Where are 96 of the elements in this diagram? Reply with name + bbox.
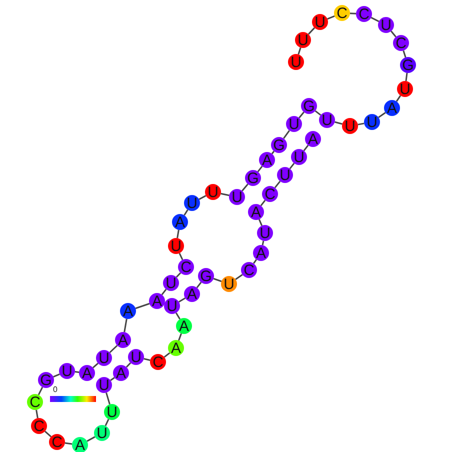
- backbone-line: [358, 122, 364, 126]
- nucleotide-circle: C: [241, 262, 257, 278]
- nucleotide-circle: U: [59, 363, 75, 379]
- backbone-line: [198, 195, 206, 200]
- nucleotide-circle: U: [168, 238, 184, 254]
- backbone-line: [213, 278, 222, 282]
- nucleotide-circle: C: [393, 35, 409, 51]
- backbone-line: [405, 72, 408, 82]
- nucleotide-circle: A: [113, 365, 129, 381]
- backbone-line: [314, 110, 322, 116]
- nucleotide-circle: U: [257, 225, 273, 241]
- backbone-line: [144, 358, 150, 361]
- nucleotide-circle: G: [271, 137, 287, 153]
- nucleotide-circle: U: [104, 404, 120, 420]
- nucleotide-circle: U: [291, 149, 307, 165]
- scale-label: 0: [53, 386, 58, 394]
- backbone-line: [176, 230, 180, 238]
- nucleotide-circle: U: [295, 32, 311, 48]
- nucleotide-circle: C: [334, 5, 350, 21]
- backbone-line: [44, 430, 52, 438]
- nucleotide-circle: A: [115, 332, 131, 348]
- nucleotide-circle: U: [286, 116, 302, 132]
- backbone-line: [164, 352, 170, 358]
- backbone-line: [126, 362, 132, 368]
- nucleotide-circle: U: [397, 81, 413, 97]
- nucleotide-circle: U: [342, 118, 358, 134]
- nucleotide-circle: A: [253, 245, 269, 261]
- nucleotide-circle: U: [94, 425, 110, 441]
- nucleotide-circle: A: [184, 286, 200, 302]
- nucleotide-circle: G: [400, 57, 416, 73]
- nucleotide-circle: U: [277, 167, 293, 183]
- backbone-line: [283, 130, 290, 139]
- backbone-line: [308, 27, 316, 35]
- nucleotide-circle: C: [31, 418, 47, 434]
- nucleotide-circle: U: [364, 114, 380, 130]
- nucleotide-circle: U: [164, 298, 180, 314]
- nucleotide-circle: C: [49, 434, 65, 450]
- backbone-line: [74, 371, 80, 373]
- backbone-line: [176, 272, 182, 278]
- nucleotide-circle: A: [172, 214, 188, 230]
- nucleotide-circle: A: [149, 293, 165, 309]
- nucleotide-circle: A: [168, 340, 184, 356]
- nucleotide-circle: G: [38, 372, 54, 388]
- backbone-line: [196, 282, 202, 288]
- backbone-line: [135, 302, 150, 310]
- nucleotide-circle: U: [96, 350, 112, 366]
- backbone-line: [161, 288, 167, 296]
- backbone-line: [303, 144, 309, 152]
- nucleotide-circle: C: [178, 259, 194, 275]
- nucleotide-circle: U: [205, 184, 221, 200]
- backbone-line: [396, 95, 402, 102]
- nucleotide-circle: U: [163, 275, 179, 291]
- nucleotide-circle: G: [198, 268, 214, 284]
- nucleotide-circle: U: [96, 377, 112, 393]
- backbone-line: [36, 410, 38, 418]
- backbone-line: [378, 112, 386, 118]
- backbone-line: [106, 392, 110, 405]
- backbone-line: [258, 219, 263, 226]
- backbone-line: [242, 184, 248, 192]
- backbone-line: [220, 192, 230, 196]
- nucleotide-circle: A: [176, 318, 192, 334]
- backbone-line: [124, 318, 128, 332]
- backbone-line: [86, 436, 96, 442]
- backbone-line: [262, 240, 264, 246]
- nucleotide-circle: U: [312, 14, 328, 30]
- backbone-line: [274, 180, 281, 188]
- nucleotide-circle: A: [248, 204, 264, 220]
- backbone-line: [53, 373, 60, 378]
- backbone-line: [257, 166, 263, 172]
- nucleotide-circle: A: [259, 152, 275, 168]
- backbone-line: [109, 344, 118, 354]
- nucleotide-circle: U: [288, 54, 304, 70]
- backbone-line: [260, 200, 266, 206]
- backbone-line: [350, 12, 356, 14]
- nucleotide-circle: A: [72, 437, 88, 452]
- nucleotide-circle: A: [384, 100, 400, 116]
- nucleotide-circle: C: [356, 6, 372, 22]
- nucleotide-circle: U: [221, 276, 237, 292]
- backbone-line: [92, 362, 98, 368]
- backbone-line: [178, 333, 182, 341]
- nucleotide-circle: A: [79, 365, 95, 381]
- nucleotide-circle: U: [319, 112, 335, 128]
- nucleotide-circle: U: [229, 189, 245, 205]
- nucleotide-circle: U: [378, 17, 394, 33]
- nucleotide-circle: A: [120, 303, 136, 319]
- backbone-line: [235, 274, 243, 280]
- backbone-line: [64, 442, 72, 445]
- nucleotide-circle: U: [128, 349, 144, 365]
- nucleotide-circle: U: [184, 195, 200, 211]
- nucleotide-circle: G: [245, 170, 261, 186]
- nucleotide-circle: A: [305, 131, 321, 147]
- backbone-line: [289, 162, 295, 170]
- nucleotide-circle: G: [301, 98, 317, 114]
- nucleotide-circle: C: [27, 394, 43, 410]
- nucleotide-circle: C: [262, 186, 278, 202]
- nucleotide-circle: C: [150, 354, 166, 370]
